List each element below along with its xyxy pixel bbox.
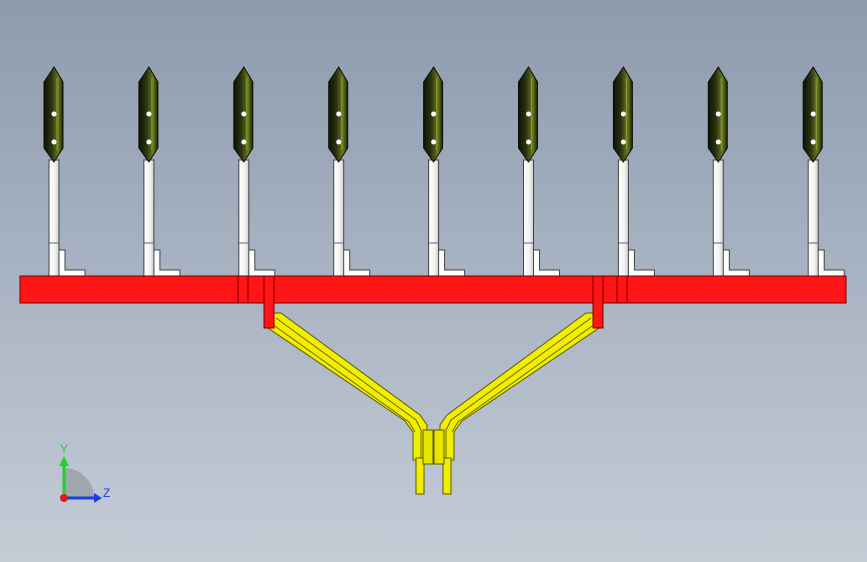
bolt-hole bbox=[146, 111, 152, 117]
left-hitch-pin bbox=[422, 429, 434, 465]
bolt-hole bbox=[810, 111, 816, 117]
left-hitch-arm bbox=[267, 312, 428, 461]
z-axis-arrowhead bbox=[94, 493, 102, 503]
shank bbox=[712, 159, 724, 277]
view-orientation-triad-icon[interactable]: Y Z bbox=[40, 440, 120, 510]
bolt-hole bbox=[715, 139, 721, 145]
bolt-hole bbox=[336, 139, 342, 145]
left-hitch-arm-edge bbox=[275, 317, 422, 458]
left-hitch-arm-edge-2 bbox=[271, 323, 416, 433]
tine-unit bbox=[612, 66, 655, 277]
right-hitch-pin bbox=[433, 429, 445, 465]
right-hitch-arm bbox=[439, 312, 600, 461]
right-hitch-arm-edge bbox=[445, 317, 592, 458]
tine-unit bbox=[138, 66, 181, 277]
shank bbox=[143, 159, 155, 277]
bolt-hole bbox=[336, 111, 342, 117]
bolt-hole bbox=[241, 139, 247, 145]
tine-unit bbox=[707, 66, 750, 277]
x-axis-dot bbox=[60, 494, 68, 502]
tine-unit bbox=[328, 66, 371, 277]
tine-unit bbox=[518, 66, 560, 277]
bolt-hole bbox=[810, 139, 816, 145]
frame-beam bbox=[19, 275, 847, 304]
main-frame bbox=[19, 275, 847, 329]
bolt-hole bbox=[431, 111, 437, 117]
right-hitch-leg bbox=[442, 457, 452, 495]
shank bbox=[238, 159, 250, 277]
hitch-frame bbox=[267, 312, 600, 495]
bolt-hole bbox=[51, 111, 57, 117]
right-hitch-arm-edge-2 bbox=[451, 323, 596, 433]
right-mount-bracket bbox=[592, 275, 604, 329]
shank bbox=[333, 159, 345, 277]
bolt-hole bbox=[146, 139, 152, 145]
tine-unit bbox=[43, 66, 86, 277]
tine-assembly bbox=[43, 66, 845, 277]
z-axis-label: Z bbox=[103, 486, 111, 500]
bolt-hole bbox=[526, 111, 531, 117]
y-axis-arrowhead bbox=[59, 456, 69, 466]
tine-unit bbox=[423, 66, 466, 277]
y-axis-label: Y bbox=[60, 442, 69, 456]
bolt-hole bbox=[620, 111, 626, 117]
shank bbox=[523, 159, 534, 277]
left-hitch-leg bbox=[415, 457, 425, 495]
left-mount-bracket bbox=[263, 275, 275, 329]
shank bbox=[617, 159, 629, 277]
bolt-hole bbox=[715, 111, 721, 117]
tine-unit bbox=[233, 66, 276, 277]
bolt-hole bbox=[51, 139, 57, 145]
shank bbox=[428, 159, 440, 277]
triad-quadrant bbox=[64, 468, 94, 498]
bolt-hole bbox=[526, 139, 531, 145]
bolt-hole bbox=[241, 111, 247, 117]
shank bbox=[48, 159, 60, 277]
tine-unit bbox=[802, 66, 845, 277]
shank bbox=[807, 159, 819, 277]
bolt-hole bbox=[431, 139, 437, 145]
bolt-hole bbox=[620, 139, 626, 145]
